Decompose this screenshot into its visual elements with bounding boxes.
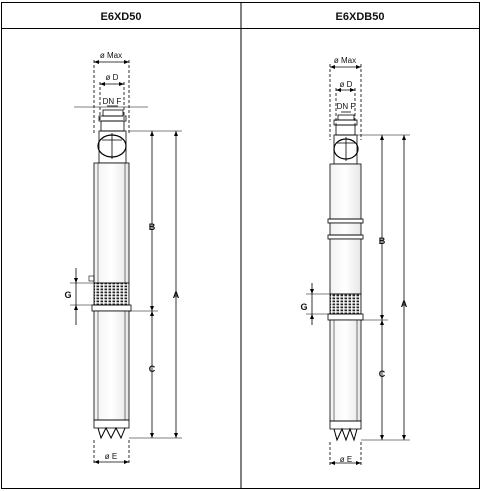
left-label-dnf: DN F [103, 97, 122, 106]
right-label-d: ø D [340, 80, 353, 89]
right-label-g: G [300, 302, 307, 312]
right-label-b: B [379, 236, 386, 246]
left-label-g: G [64, 290, 71, 300]
right-column-header: E6XDB50 [336, 11, 385, 23]
pump-e6xdb50-arrows [310, 65, 406, 465]
right-label-a: A [401, 299, 408, 309]
right-label-dnf: DN F [337, 102, 356, 111]
pump-e6xd50-arrows [74, 60, 178, 464]
right-label-max: ø Max [334, 56, 356, 65]
pump-e6xdb50 [306, 64, 410, 466]
right-label-c: C [379, 369, 386, 379]
left-label-b: B [149, 222, 156, 232]
left-column-header: E6XD50 [101, 11, 142, 23]
left-label-e: ø E [105, 452, 117, 461]
left-label-d: ø D [106, 73, 119, 82]
pump-e6xd50 [70, 60, 182, 465]
left-label-c: C [149, 364, 156, 374]
right-label-e: ø E [340, 455, 352, 464]
left-label-a: A [173, 290, 180, 300]
left-label-max: ø Max [100, 51, 122, 60]
